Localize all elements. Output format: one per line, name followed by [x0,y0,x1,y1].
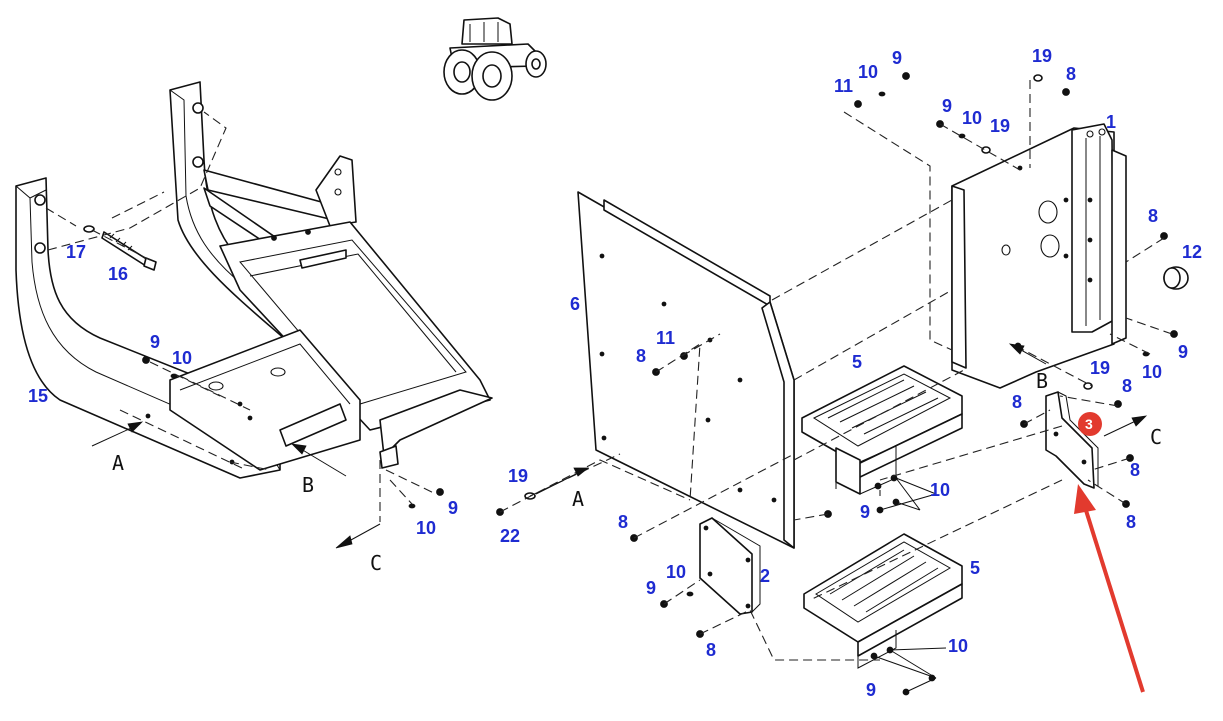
step-tread-part-5-upper [801,365,963,495]
label-8: 8 [1130,460,1140,480]
label-10: 10 [416,518,436,538]
label-10: 10 [858,62,878,82]
mounting-plate-part-1 [951,123,1127,389]
step-tread-part-5-lower [803,533,963,669]
highlight-arrow [1074,484,1145,693]
ref-letter-a: A [572,487,584,511]
label-8: 8 [1012,392,1022,412]
label-8: 8 [1066,64,1076,84]
left-hardware-9-10 [142,356,444,509]
bracket-part-2 [699,517,761,615]
label-19: 19 [508,466,528,486]
label-9: 9 [860,502,870,522]
label-10: 10 [172,348,192,368]
label-8: 8 [618,512,628,532]
label-10: 10 [1142,362,1162,382]
label-15: 15 [28,386,48,406]
label-9: 9 [942,96,952,116]
label-9: 9 [1178,342,1188,362]
label-9: 9 [866,680,876,700]
label-22: 22 [500,526,520,546]
label-17: 17 [66,242,86,262]
right-hardware [496,72,1178,696]
label-19: 19 [990,116,1010,136]
ref-letter-a: A [112,451,124,475]
label-8: 8 [1148,206,1158,226]
label-10: 10 [948,636,968,656]
right-arrow-a [535,467,590,495]
label-8: 8 [636,346,646,366]
label-9: 9 [150,332,160,352]
right-arrow-c [1103,415,1148,437]
bracket-part-3 [1045,391,1099,489]
fender-panel-part-6 [577,191,795,549]
label-1: 1 [1106,112,1116,132]
right-arrow-b [1008,343,1047,365]
label-9: 9 [892,48,902,68]
label-10: 10 [962,108,982,128]
bolt-16-with-washer-17 [83,225,157,271]
label-5: 5 [970,558,980,578]
label-8: 8 [1122,376,1132,396]
label-2: 2 [760,566,770,586]
label-19: 19 [1090,358,1110,378]
label-6: 6 [570,294,580,314]
label-8: 8 [1126,512,1136,532]
tractor-icon [443,17,547,101]
label-16: 16 [108,264,128,284]
left-arrow-b [290,443,347,477]
label-8: 8 [706,640,716,660]
ref-letter-c: C [1150,425,1162,449]
label-9: 9 [448,498,458,518]
left-arrow-c [335,523,381,549]
highlight-badge-part-3: 3 [1078,412,1102,436]
ref-letter-b: B [302,473,314,497]
label-11: 11 [656,328,675,348]
label-5: 5 [852,352,862,372]
ref-letter-c: C [370,551,382,575]
ref-letter-b: B [1036,369,1048,393]
label-9: 9 [646,578,656,598]
label-10: 10 [930,480,950,500]
step-frame-part-15 [15,81,493,479]
label-3: 3 [1085,416,1093,432]
label-10: 10 [666,562,686,582]
label-11: 11 [834,76,853,96]
left-arrow-a [91,421,144,447]
label-19: 19 [1032,46,1052,66]
plug-part-12 [1163,266,1189,290]
label-12: 12 [1182,242,1202,262]
